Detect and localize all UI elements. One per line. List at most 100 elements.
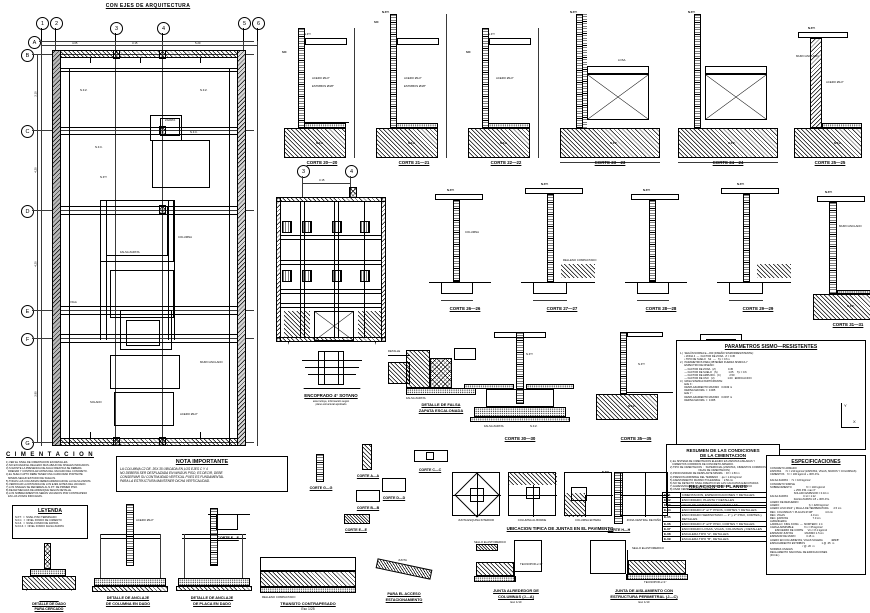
- small-corte-d-label: CORTE D—D: [382, 496, 406, 500]
- jt1-diamond: [454, 472, 500, 518]
- basement-side-label: DETALLE: [388, 349, 401, 353]
- jt1-line-v: [477, 473, 478, 517]
- basement-beam-h7: [281, 303, 381, 304]
- cimentacion-body: 1) VER EL NIVEL DE CIMENTACION EN DETALL…: [6, 461, 91, 499]
- footing-vline-5: [174, 200, 175, 340]
- grid-bubble-1: 1: [36, 17, 49, 30]
- anc-pl-base: [178, 578, 250, 586]
- transito-top: [260, 557, 356, 571]
- small-corte-f: CORTE F—F: [206, 512, 252, 548]
- anc-col-right: [160, 534, 161, 578]
- ja-joint: [514, 556, 516, 582]
- dim-line-top: [41, 45, 257, 46]
- section-30-30: N.P.T. FALSA ZAPATA N.F.Z. CORTE 30—30: [460, 332, 578, 450]
- s26-footing: [441, 282, 473, 294]
- s22-wall: [482, 28, 489, 128]
- jt3-col: [571, 487, 587, 501]
- stair-box: [126, 320, 160, 346]
- transito-base: [260, 587, 356, 593]
- grid-line-6: [257, 41, 258, 446]
- jc-base: [626, 574, 688, 580]
- s22-nfz: N.F.Z.: [500, 141, 508, 145]
- basement-beam-v5: [364, 202, 365, 337]
- section-26-label: CORTE 26—26: [449, 306, 481, 311]
- basement-beam-h3: [281, 260, 381, 261]
- basement-wall-top: [276, 197, 386, 202]
- grid-leader-2: [55, 28, 56, 42]
- s26-col-lbl: COLUMNA: [465, 230, 479, 234]
- anc-col-title-1: DETALLE DE ANCLAJE: [106, 596, 150, 600]
- section-31-31: N.P.T. MURO ANCLADO N.F.Z. CORTE 31—31: [813, 180, 870, 338]
- s20-sc: S/C: [282, 50, 287, 54]
- section-20-label: CORTE 20—20: [306, 160, 338, 165]
- dim-line-left: [37, 54, 38, 442]
- dado-body: [22, 576, 76, 590]
- detail-anclaje-placa: DETALLE DE ANCLAJE DE PLACA EN DADO: [172, 508, 256, 611]
- basement-col-a: [282, 221, 292, 233]
- grid-bubble-3: 3: [110, 22, 123, 35]
- small-corte-g: CORTE G—G: [300, 452, 344, 494]
- basement-beam-h5: [281, 289, 381, 290]
- interior-room-1: [100, 200, 174, 262]
- wall-tick-3: [200, 58, 201, 63]
- dfz-title-1: DETALLE DE FALSA: [421, 402, 461, 407]
- jt3-fill: [565, 493, 585, 517]
- estac-note: JUNTA: [398, 558, 407, 562]
- grid-line-D: [32, 210, 254, 211]
- seismic-params-block: PARAMETROS SISMO—RESISTENTES 1.) SEGÚN N…: [676, 340, 866, 450]
- junta-group-title: UBICACION TIPICA DE JUNTAS EN EL PAVIMEN…: [506, 526, 614, 531]
- wall-tick-5: [200, 432, 201, 438]
- s20-estribo: ESTRIBOS Ø3/8": [312, 84, 334, 88]
- s27-dim: [533, 300, 567, 301]
- basement-col-d: [360, 221, 370, 233]
- s24-footing: [678, 128, 778, 158]
- footing-line-1: [61, 68, 237, 69]
- plan-annot-4: N.F.C.: [190, 130, 198, 134]
- grid-leader-5: [243, 28, 244, 44]
- s31-top-slab: [817, 196, 865, 202]
- axis-cross: Y X: [829, 403, 859, 433]
- seismic-title: PARAMETROS SISMO—RESISTENTES: [724, 344, 818, 350]
- s25-npt: N.P.T.: [808, 26, 816, 30]
- zapata-box-2: [114, 392, 174, 426]
- s25-nfz: N.F.Z.: [834, 141, 842, 145]
- anc-pl-left: [184, 534, 185, 578]
- plan-annot-2: N.F.Z.: [200, 88, 208, 92]
- interior-room-3: [110, 270, 174, 318]
- s21-slab: [397, 38, 439, 45]
- jt2-col: [526, 487, 540, 499]
- grid-leader-1: [41, 28, 42, 44]
- scf-beam: [208, 514, 250, 515]
- ja-sello: [476, 544, 498, 551]
- footing-line-8: [61, 314, 237, 315]
- junta-typ-4: [620, 472, 669, 517]
- estac-title-2: ESTACIONAMIENTO: [385, 598, 423, 602]
- s23-losa: LOSA: [618, 58, 626, 62]
- section-27-label: CORTE 27—27: [546, 306, 578, 311]
- s28-top-beam: [631, 194, 679, 200]
- footing-line-10: [61, 342, 237, 343]
- s20-acero: ACERO Ø1/2": [312, 76, 330, 80]
- jc-scale: Esc 1/10: [638, 600, 650, 604]
- section-22-label: CORTE 22—22: [490, 160, 522, 165]
- detail-dado-cercado: DETALLE DE DADO PARA CERCADO: [14, 543, 86, 611]
- s28-npt: N.P.T.: [643, 188, 651, 192]
- interior-room-2: [106, 206, 168, 256]
- s21-solado: [396, 123, 438, 128]
- planos-title: RELACION DE PLANOS: [688, 484, 748, 489]
- small-corte-g-label: CORTE G—G: [309, 486, 333, 490]
- basement-plan-sub: esta incluye, información según plano es…: [312, 400, 350, 407]
- plan-annot-1: N.F.Z.: [80, 88, 88, 92]
- s27-footing: [533, 282, 567, 294]
- basement-beam-h6: [281, 293, 381, 294]
- dado-title-1: DETALLE DE DADO: [32, 602, 66, 606]
- dado-cap: [30, 569, 66, 576]
- anc-col-note: ACERO Ø1/2": [136, 518, 154, 522]
- interior-room-5: [110, 355, 180, 389]
- ramp-step-3: [308, 374, 356, 375]
- sce-body: [344, 514, 370, 524]
- jc-wall: [590, 540, 626, 574]
- plan-title: CON EJES DE ARQUITECTURA: [105, 3, 191, 9]
- cimentacion-title: C I M E N T A C I O N: [6, 452, 94, 458]
